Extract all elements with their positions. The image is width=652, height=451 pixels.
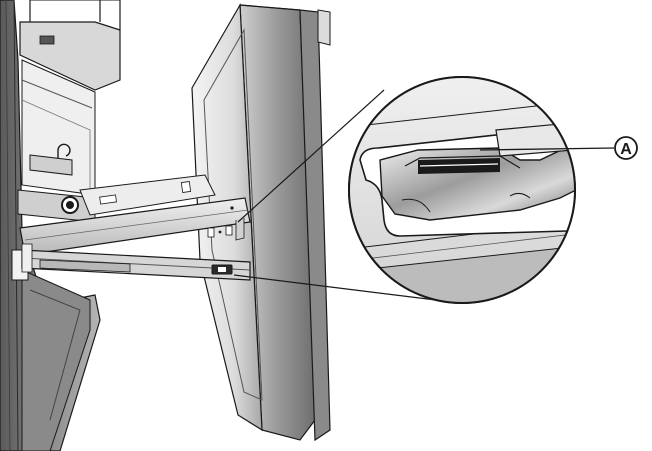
magnifier-leader-lines	[233, 89, 461, 304]
detail-magnifier	[348, 76, 576, 304]
callout-a-label: A	[620, 141, 632, 158]
lower-telescopic-rail	[21, 243, 251, 281]
callout-a: A	[479, 136, 638, 160]
callout-a-circle	[614, 136, 638, 160]
lower-left-panel	[11, 249, 91, 451]
top-bracket	[19, 0, 121, 91]
upper-rail	[19, 174, 251, 256]
